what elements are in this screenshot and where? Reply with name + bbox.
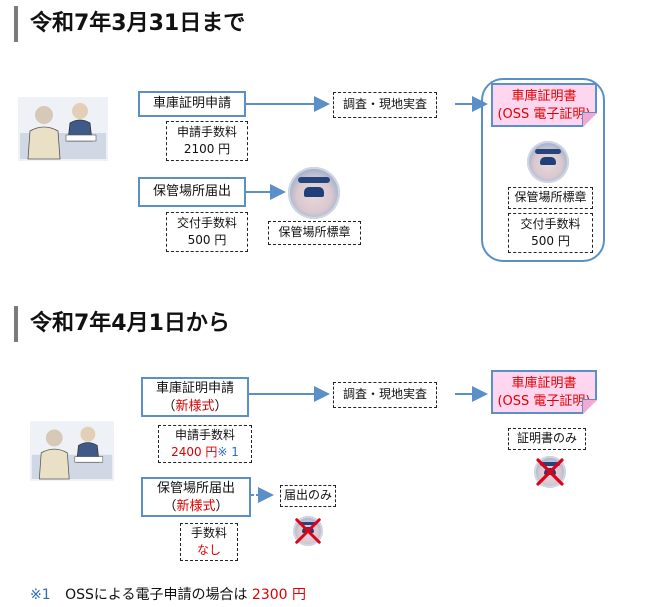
application-box: 車庫証明申請: [138, 91, 246, 117]
sticker-crossed-icon: [534, 456, 566, 488]
garage-sticker-icon: [288, 167, 340, 219]
certificate-box: 車庫証明書 (OSS 電子証明): [491, 83, 597, 127]
garage-sticker-icon: [527, 141, 569, 183]
section2-heading: 令和7年4月1日から: [14, 306, 350, 342]
certificate-group-bracket: [481, 78, 605, 262]
section1-heading: 令和7年3月31日まで: [14, 6, 350, 42]
footnote: ※1 OSSによる電子申請の場合は 2300 円: [30, 587, 307, 603]
new-application-box: 車庫証明申請 （新様式）: [141, 377, 249, 417]
counter-illustration: [18, 97, 108, 161]
parking-notice-box: 保管場所届出: [138, 177, 246, 207]
sticker-crossed-icon: [293, 516, 323, 546]
counter-illustration: [30, 421, 114, 481]
notice-only-box: 届出のみ: [280, 485, 336, 507]
issue-fee-box: 交付手数料 500 円: [166, 212, 248, 252]
right-sticker-label-box: 保管場所標章: [508, 187, 593, 209]
fee-none-box: 手数料 なし: [180, 523, 238, 561]
investigation-box: 調査・現地実査: [333, 92, 437, 118]
certificate-only-box: 証明書のみ: [508, 428, 586, 450]
new-application-fee-box: 申請手数料 2400 円※ 1: [158, 425, 252, 463]
new-certificate-box: 車庫証明書 (OSS 電子証明): [491, 370, 597, 414]
new-investigation-box: 調査・現地実査: [333, 382, 437, 408]
application-fee-box: 申請手数料 2100 円: [166, 121, 248, 161]
new-parking-notice-box: 保管場所届出 （新様式）: [141, 477, 251, 517]
right-issue-fee-box: 交付手数料 500 円: [508, 213, 593, 253]
sticker-label-box: 保管場所標章: [268, 221, 361, 245]
